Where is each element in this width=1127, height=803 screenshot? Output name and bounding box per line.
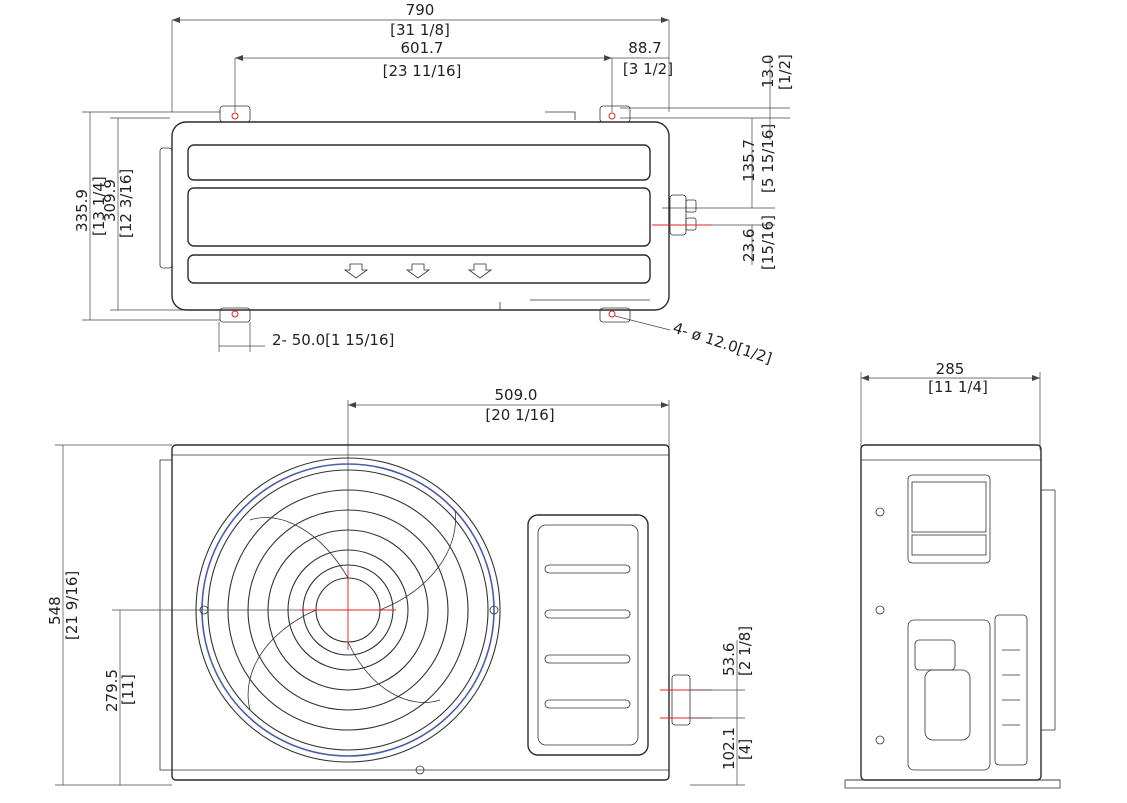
top-offset-mm: 13.0 bbox=[759, 55, 777, 88]
valve-height-mm: 102.1 bbox=[720, 727, 738, 770]
depth-body-in: [12 3/16] bbox=[117, 169, 135, 238]
depth-total-mm: 335.9 bbox=[73, 189, 91, 232]
front-valve-spacing-in: [2 1/8] bbox=[736, 626, 754, 676]
valve-height-in: [4] bbox=[736, 739, 754, 760]
top-view: 790 [31 1/8] 601.7 [23 11/16] 88.7 [3 1/… bbox=[73, 1, 794, 368]
side-view: 285 [11 1/4] bbox=[844, 360, 1061, 789]
hole-label: 4- ø 12.0[1/2] bbox=[671, 319, 774, 368]
fan-offset-mm: 509.0 bbox=[495, 386, 538, 404]
mount-spacing-in: [23 11/16] bbox=[383, 62, 462, 80]
top-width-mm: 790 bbox=[406, 1, 435, 19]
fan-offset-in: [20 1/16] bbox=[485, 406, 554, 424]
depth-total-in: [13 1/4] bbox=[90, 176, 108, 236]
mount-offset-in: [3 1/2] bbox=[623, 60, 673, 78]
mount-offset-mm: 88.7 bbox=[628, 39, 661, 57]
slot-width-label: 2- 50.0[1 15/16] bbox=[272, 331, 394, 349]
top-offset-in: [1/2] bbox=[776, 54, 794, 90]
fan-center-height-mm: 279.5 bbox=[103, 669, 121, 712]
depth-body-mm: 309.9 bbox=[101, 179, 119, 222]
top-width-in: [31 1/8] bbox=[390, 21, 450, 39]
height-in: [21 9/16] bbox=[63, 571, 81, 640]
valve-spacing-mm: 23.6 bbox=[740, 229, 758, 262]
valve-offset-mm: 135.7 bbox=[740, 139, 758, 182]
valve-offset-in: [5 15/16] bbox=[759, 124, 777, 193]
side-depth-mm: 285 bbox=[936, 360, 965, 378]
mount-spacing-mm: 601.7 bbox=[401, 39, 444, 57]
front-valve-spacing-mm: 53.6 bbox=[720, 643, 738, 676]
height-mm: 548 bbox=[46, 596, 64, 625]
fan-center-height-in: [11] bbox=[119, 674, 137, 705]
front-view: 509.0 [20 1/16] 548 [21 9/16] 279.5 [11] bbox=[46, 386, 754, 786]
side-depth-in: [11 1/4] bbox=[928, 378, 988, 396]
valve-spacing-in: [15/16] bbox=[759, 215, 777, 270]
